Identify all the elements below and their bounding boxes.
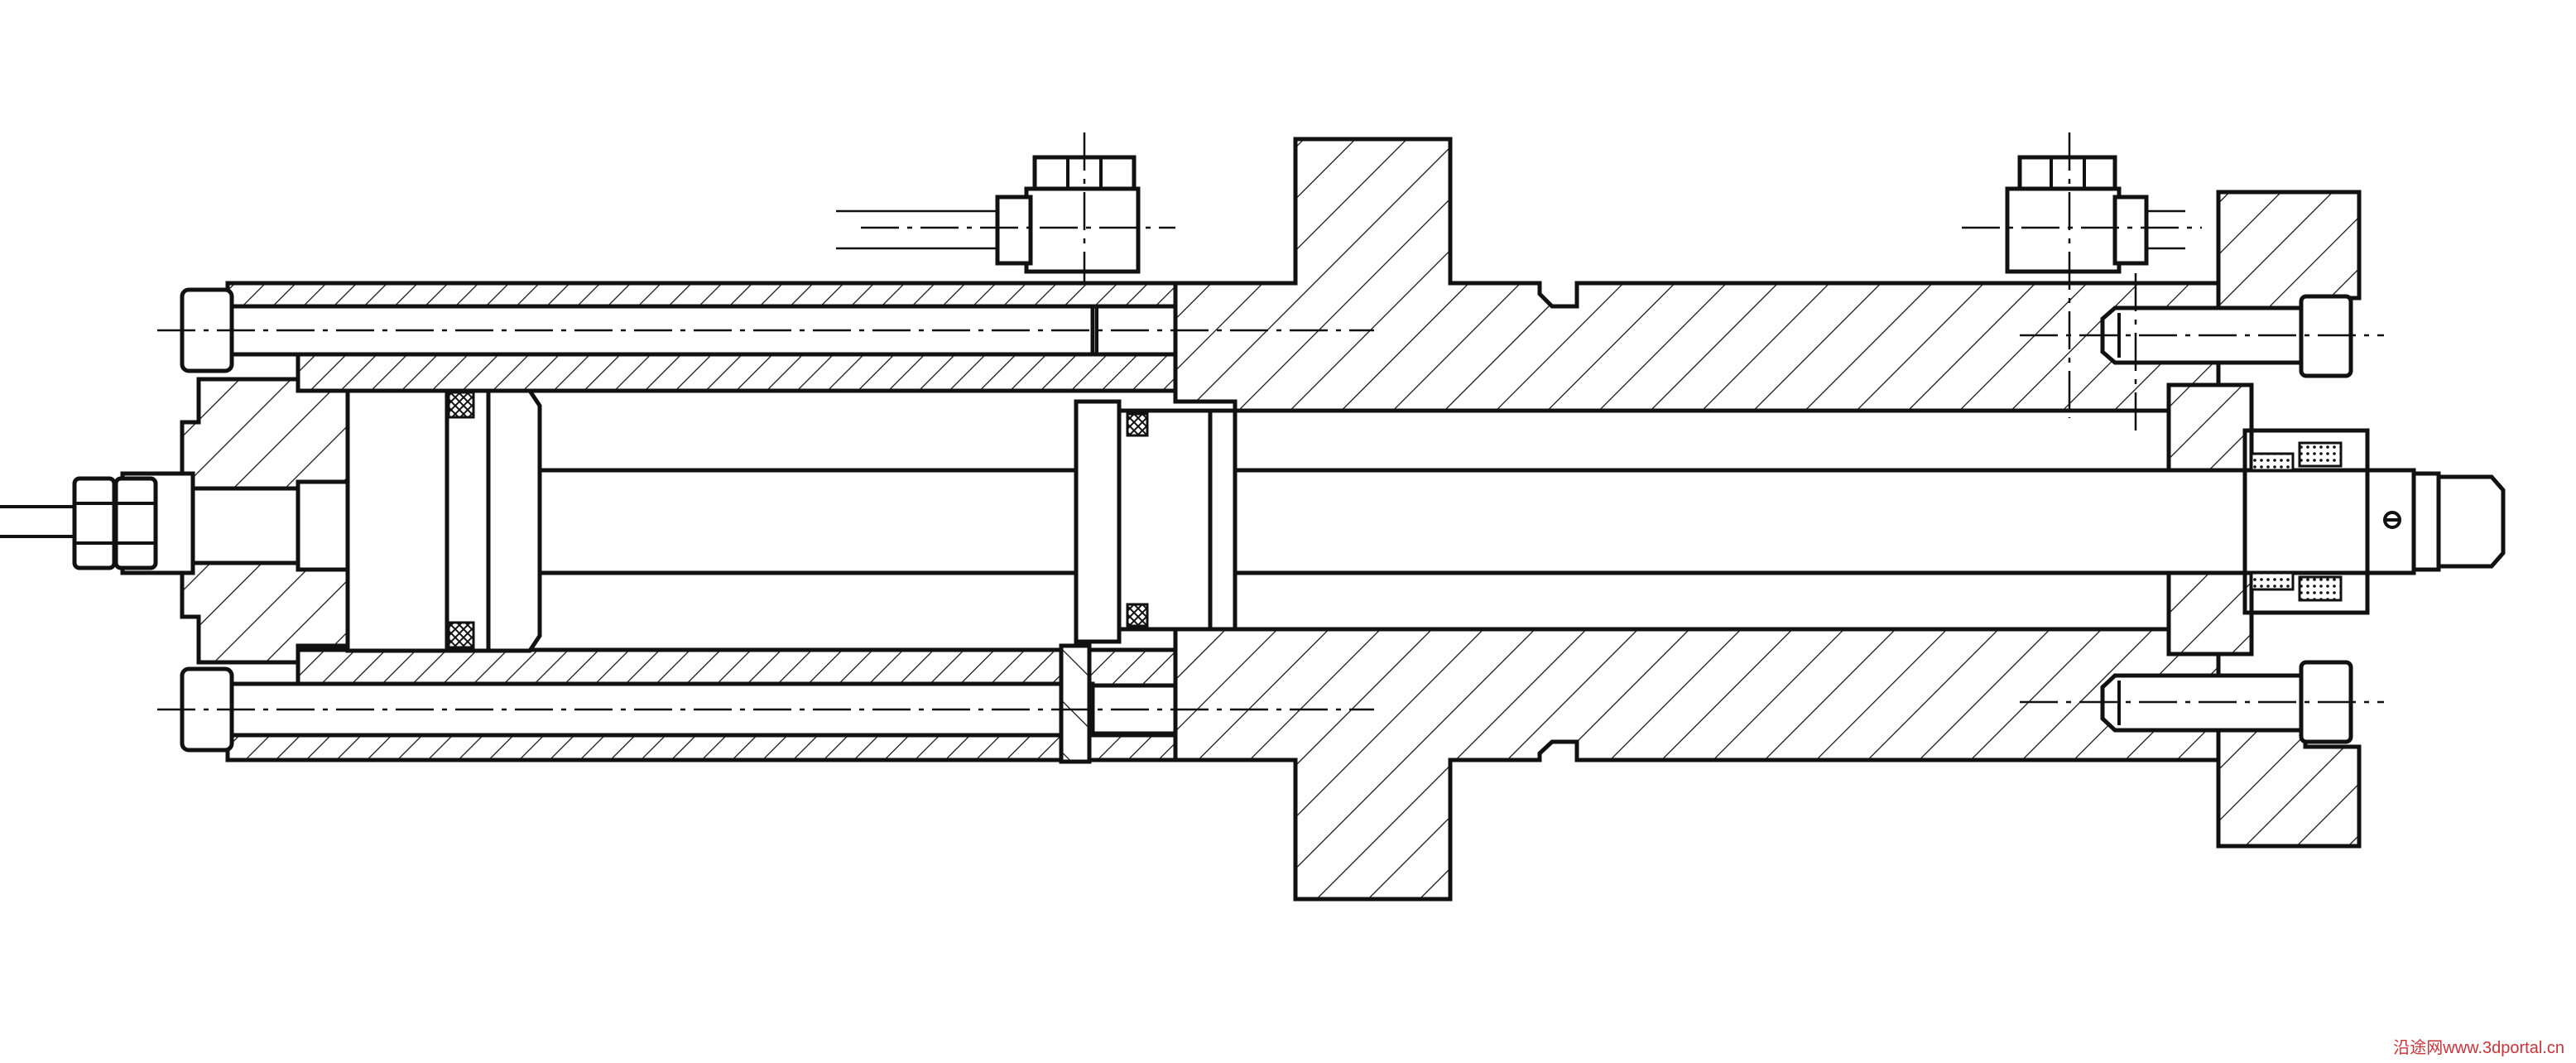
front-piston <box>1059 399 1238 764</box>
cylinder-body-with-flange <box>1173 137 2380 902</box>
inner-piston-rod <box>537 468 1097 575</box>
rod-end <box>2365 468 2506 575</box>
left-barrel-tube <box>225 281 1178 762</box>
center-lines <box>157 132 2384 711</box>
rear-port-fitting <box>0 476 158 570</box>
watermark-text: 沿途网www.3dportal.cn <box>2393 1039 2564 1057</box>
rear-port-boss <box>836 155 1141 274</box>
front-port-boss <box>2005 155 2185 274</box>
rear-piston <box>345 388 542 653</box>
